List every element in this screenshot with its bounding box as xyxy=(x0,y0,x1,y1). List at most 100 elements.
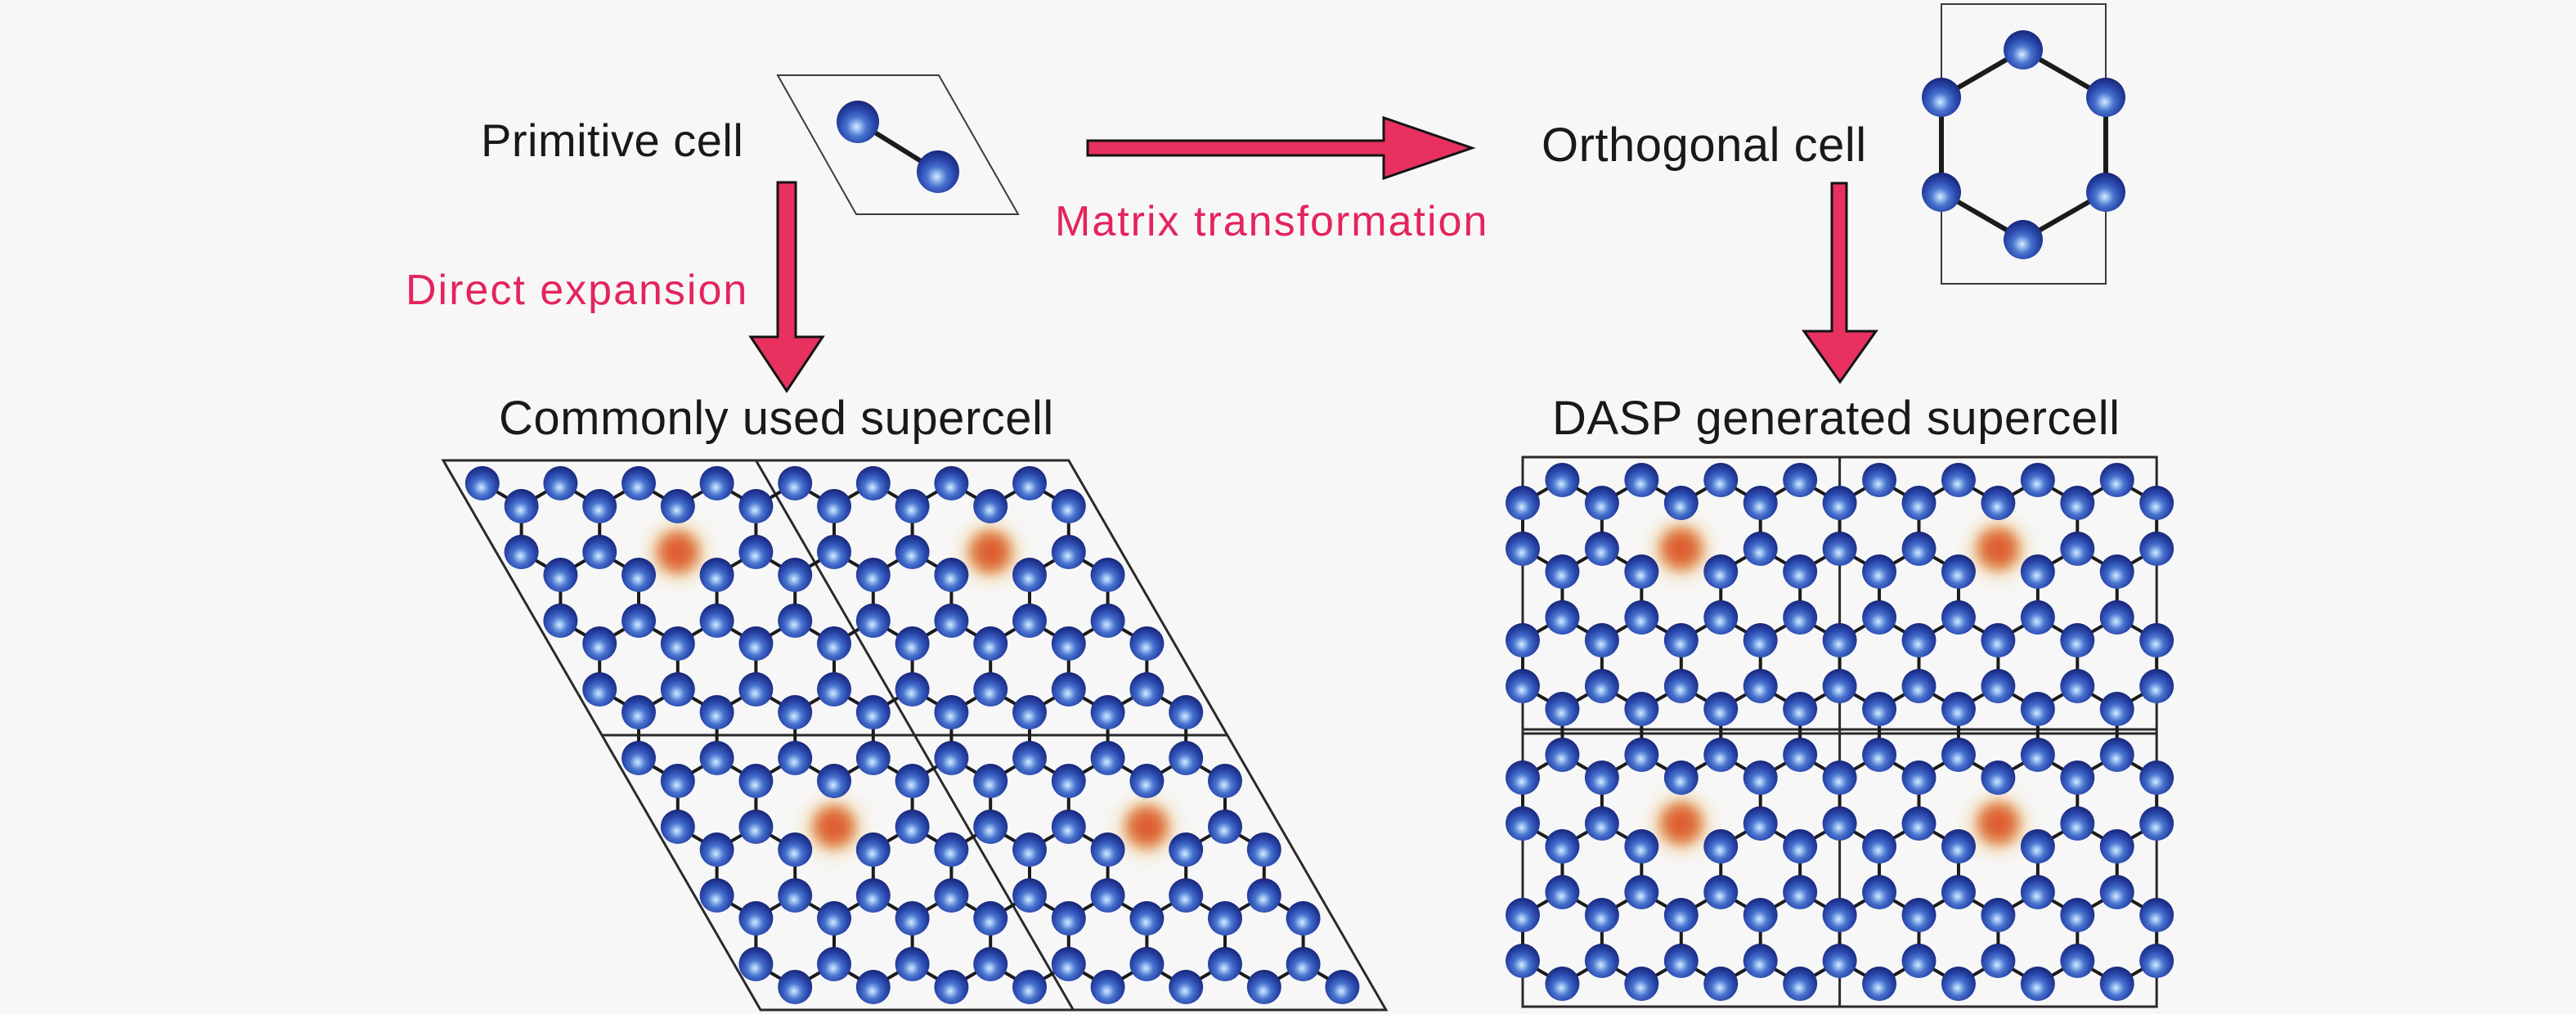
atom xyxy=(1663,760,1699,795)
atom xyxy=(1051,672,1086,707)
atom xyxy=(973,810,1008,844)
atom xyxy=(2139,623,2174,657)
atom xyxy=(855,878,891,913)
atom xyxy=(2099,829,2134,864)
atom xyxy=(778,695,813,729)
defect-blob xyxy=(1121,801,1173,852)
atom xyxy=(1584,486,1619,520)
atom xyxy=(1246,832,1281,867)
atom xyxy=(1246,878,1281,913)
atoms xyxy=(464,466,1360,1004)
atom xyxy=(1703,692,1739,726)
atom xyxy=(895,947,930,981)
atom xyxy=(1090,603,1125,638)
atom xyxy=(1743,806,1778,841)
atom xyxy=(2139,760,2174,795)
atom xyxy=(1051,810,1086,844)
atom xyxy=(1901,486,1936,520)
atom xyxy=(973,626,1008,661)
atom xyxy=(2020,692,2055,726)
atom xyxy=(1941,554,1976,589)
atom xyxy=(1941,463,1976,497)
atom xyxy=(2139,944,2174,978)
atom xyxy=(2099,600,2134,635)
atom xyxy=(738,901,774,935)
atom xyxy=(1545,692,1580,726)
direct-expansion-arrow xyxy=(748,181,825,393)
atom xyxy=(1208,947,1242,981)
atom xyxy=(1012,741,1047,775)
atom xyxy=(1663,486,1699,520)
common-supercell-lattice xyxy=(441,459,1389,1012)
atom xyxy=(1584,669,1619,703)
atom xyxy=(1208,901,1242,935)
atom xyxy=(973,672,1008,707)
atom xyxy=(1584,806,1619,841)
atom xyxy=(2060,760,2095,795)
atom xyxy=(1783,692,1818,726)
atom xyxy=(1862,600,1897,635)
atom xyxy=(1901,944,1936,978)
defect-blob xyxy=(1655,523,1707,574)
defect-blob xyxy=(652,527,703,577)
atom xyxy=(1783,554,1818,589)
atom xyxy=(895,672,930,707)
atom xyxy=(2139,486,2174,520)
atom xyxy=(973,947,1008,981)
atom xyxy=(2099,463,2134,497)
atom xyxy=(1584,898,1619,932)
atom xyxy=(2086,78,2125,117)
atom xyxy=(934,878,969,913)
orthogonal-cell-label: Orthogonal cell xyxy=(1542,119,1867,172)
defect-blob xyxy=(1972,523,2024,574)
atom xyxy=(2020,967,2055,1001)
atom xyxy=(1941,738,1976,772)
atom xyxy=(934,832,969,867)
atom xyxy=(1506,669,1540,703)
atom xyxy=(1901,532,1936,566)
atom xyxy=(1012,603,1047,638)
atom xyxy=(1901,806,1936,841)
atom xyxy=(1822,806,1857,841)
atom xyxy=(2020,738,2055,772)
atom xyxy=(895,764,930,798)
atom xyxy=(1783,875,1818,909)
atom xyxy=(1862,967,1897,1001)
atom xyxy=(817,672,851,707)
atom xyxy=(2139,806,2174,841)
atom xyxy=(582,489,617,523)
atom xyxy=(1743,486,1778,520)
defect-blob xyxy=(1972,798,2024,849)
atom xyxy=(1822,669,1857,703)
cell-outline xyxy=(441,459,1389,1012)
atom xyxy=(1506,623,1540,657)
atom xyxy=(1862,463,1897,497)
atom xyxy=(2060,532,2095,566)
atom xyxy=(1743,944,1778,978)
atom xyxy=(1822,944,1857,978)
atom xyxy=(1822,532,1857,566)
atom xyxy=(778,741,813,775)
atom xyxy=(1051,947,1086,981)
orthogonal-cell-figure xyxy=(1922,3,2125,285)
atom xyxy=(1901,623,1936,657)
atom xyxy=(1129,947,1165,981)
atom xyxy=(934,603,969,638)
atom xyxy=(817,947,851,981)
atom xyxy=(1012,695,1047,729)
atom xyxy=(1506,760,1540,795)
atom xyxy=(699,741,734,775)
atom xyxy=(895,535,930,569)
atom xyxy=(1012,970,1047,1004)
atom xyxy=(1208,810,1242,844)
atom xyxy=(1783,600,1818,635)
atom xyxy=(855,741,891,775)
atom xyxy=(1901,898,1936,932)
atom xyxy=(2139,532,2174,566)
atom xyxy=(660,810,695,844)
atom xyxy=(917,150,959,193)
atom xyxy=(1743,760,1778,795)
atom xyxy=(1012,832,1047,867)
atom xyxy=(1506,486,1540,520)
